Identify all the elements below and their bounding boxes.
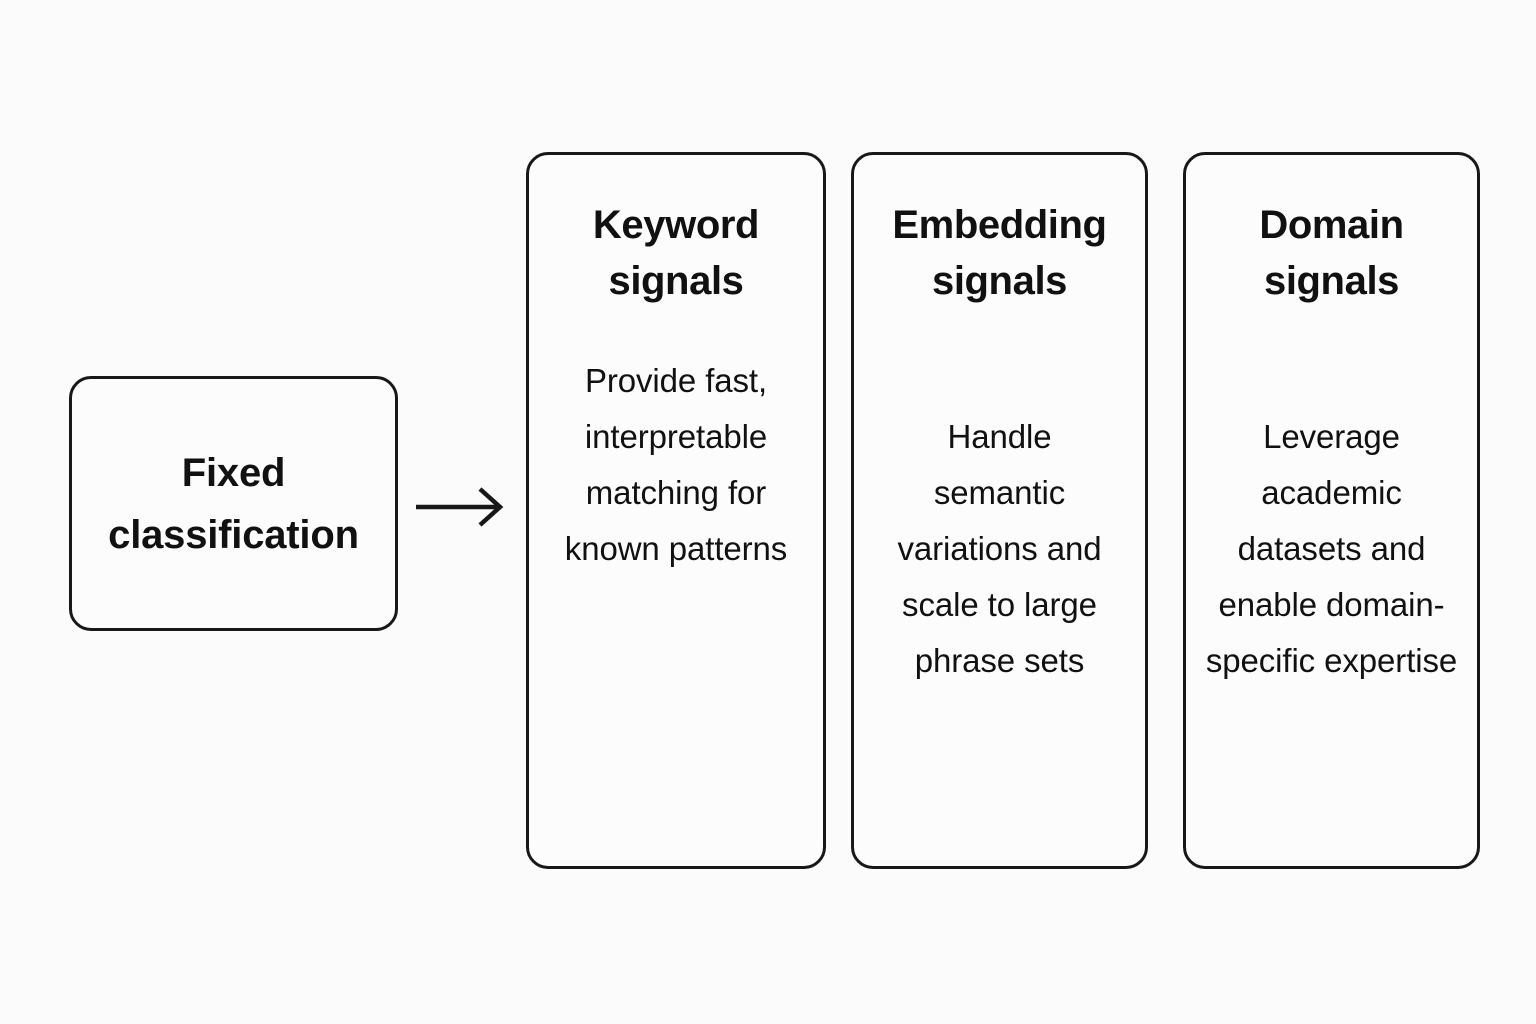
node-domain-signals-title: Domain signals (1259, 203, 1404, 303)
node-keyword-signals-title: Keyword signals (592, 203, 760, 303)
node-embedding-signals[interactable]: Embedding signals Handle semantic variat… (851, 152, 1148, 869)
node-keyword-signals-body: Provide fast, interpretable matching for… (564, 362, 788, 567)
node-fixed-classification-title: Fixed classification (108, 450, 359, 557)
connector-source-to-signals (410, 482, 510, 534)
node-fixed-classification[interactable]: Fixed classification (69, 376, 398, 631)
node-embedding-signals-title: Embedding signals (892, 203, 1107, 303)
node-domain-signals[interactable]: Domain signals Leverage academic dataset… (1183, 152, 1480, 869)
node-embedding-signals-body: Handle semantic variations and scale to … (897, 418, 1102, 679)
node-keyword-signals[interactable]: Keyword signals Provide fast, interpreta… (526, 152, 826, 869)
arrow-right-icon (416, 487, 504, 527)
node-domain-signals-body: Leverage academic datasets and enable do… (1205, 418, 1458, 679)
